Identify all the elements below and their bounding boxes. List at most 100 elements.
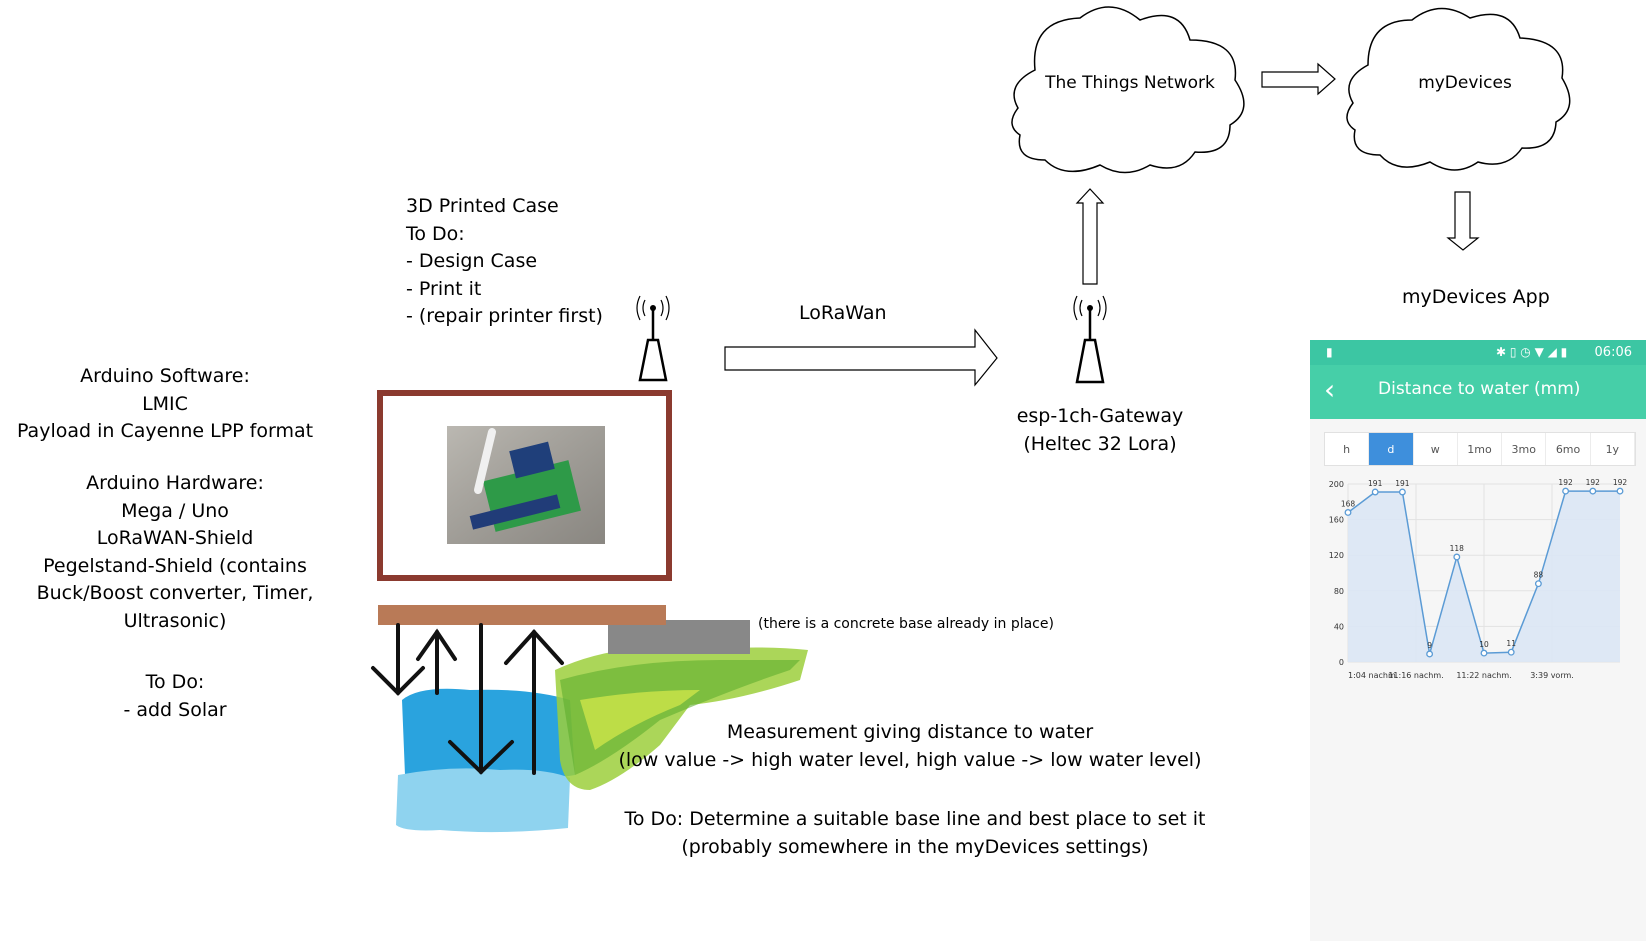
- chart-point: [1480, 649, 1488, 657]
- app-title: Distance to water (mm): [1378, 379, 1581, 399]
- measurement-line: Measurement giving distance to water: [726, 721, 1094, 743]
- baseline-todo: To Do: Determine a suitable base line an…: [615, 806, 1215, 861]
- hardware-todo: To Do: - add Solar: [0, 669, 350, 724]
- water-blue: [402, 688, 575, 782]
- baseline-line: To Do: Determine a suitable base line an…: [624, 808, 1206, 830]
- time-range-tabs: h d w 1mo 3mo 6mo 1y: [1324, 432, 1636, 466]
- todo-line: To Do:: [145, 671, 205, 693]
- mounting-plank: [378, 605, 666, 625]
- chart-point: [1507, 648, 1515, 656]
- chart-point: [1562, 487, 1570, 495]
- mydevices-cloud: [1346, 7, 1571, 171]
- chart-point: [1589, 487, 1597, 495]
- antenna-icon-gateway: [1073, 295, 1107, 384]
- mydevices-to-app-arrow: [1446, 191, 1480, 251]
- x-tick-label: 11:22 nachm.: [1456, 671, 1511, 680]
- software-line: Arduino Software:: [80, 365, 250, 387]
- chart-point: [1453, 553, 1461, 561]
- data-label: 168: [1341, 499, 1356, 508]
- app-toolbar: ‹ Distance to water (mm): [1310, 365, 1646, 419]
- tab-1mo[interactable]: 1mo: [1458, 433, 1503, 465]
- grass-illustration: [555, 647, 808, 790]
- case-notes: 3D Printed Case To Do: - Design Case - P…: [406, 193, 603, 331]
- y-tick-label: 80: [1334, 587, 1344, 596]
- lorawan-label: LoRaWan: [799, 302, 887, 324]
- battery-icon: ▮: [1326, 345, 1333, 359]
- data-label: 88: [1534, 571, 1544, 580]
- chart-point: [1534, 580, 1542, 588]
- todo-line: - add Solar: [123, 698, 227, 721]
- data-label: 192: [1586, 478, 1601, 487]
- y-tick-label: 40: [1334, 622, 1344, 631]
- gateway-to-ttn-arrow: [1075, 188, 1105, 285]
- back-arrow-icon[interactable]: ‹: [1324, 373, 1336, 406]
- baseline-line: (probably somewhere in the myDevices set…: [681, 835, 1149, 858]
- data-label: 192: [1613, 478, 1628, 487]
- tab-h[interactable]: h: [1325, 433, 1370, 465]
- chart-area: [1348, 491, 1620, 662]
- software-line: LMIC: [142, 392, 188, 415]
- chart-point: [1371, 488, 1379, 496]
- y-tick-label: 0: [1339, 658, 1344, 667]
- tab-6mo[interactable]: 6mo: [1546, 433, 1591, 465]
- measurement-line: (low value -> high water level, high val…: [618, 748, 1202, 771]
- status-bar: ▮ ✱ ▯ ◷ ▼ ◢ ▮ 06:06: [1310, 340, 1646, 365]
- water-light: [396, 768, 570, 833]
- y-tick-label: 200: [1329, 480, 1344, 489]
- data-label: 9: [1427, 641, 1432, 650]
- chart-point: [1398, 488, 1406, 496]
- hardware-line: Ultrasonic): [123, 609, 227, 632]
- data-label: 10: [1479, 640, 1489, 649]
- data-label: 192: [1558, 478, 1573, 487]
- x-tick-label: 1:04 nachm.: [1348, 671, 1398, 680]
- tab-w[interactable]: w: [1414, 433, 1458, 465]
- ttn-cloud: [1011, 6, 1245, 174]
- hardware-line: Buck/Boost converter, Timer,: [36, 582, 314, 604]
- case-line: - Design Case: [406, 250, 538, 272]
- ultrasonic-arrows: [371, 623, 564, 775]
- ttn-label: The Things Network: [1045, 73, 1215, 93]
- case-line: To Do:: [406, 222, 465, 245]
- lorawan-arrow: [724, 328, 998, 387]
- water-illustration: [396, 688, 575, 833]
- mydevices-label: myDevices: [1418, 73, 1512, 93]
- y-tick-label: 160: [1329, 516, 1344, 525]
- tab-d[interactable]: d: [1369, 433, 1414, 465]
- hardware-line: Mega / Uno: [121, 499, 229, 522]
- chart-point: [1616, 487, 1624, 495]
- data-label: 118: [1450, 544, 1465, 553]
- case-line: - Print it: [406, 277, 482, 300]
- software-notes: Arduino Software: LMIC Payload in Cayenn…: [0, 363, 330, 446]
- hardware-line: LoRaWAN-Shield: [96, 527, 254, 549]
- data-label: 11: [1506, 639, 1516, 648]
- arduino-photo: [447, 426, 605, 544]
- data-label: 191: [1395, 479, 1410, 488]
- chart-point: [1344, 509, 1352, 516]
- gateway-line: esp-1ch-Gateway: [1016, 405, 1184, 427]
- case-line: 3D Printed Case: [406, 195, 559, 217]
- tab-3mo[interactable]: 3mo: [1502, 433, 1547, 465]
- app-label: myDevices App: [1402, 286, 1550, 308]
- case-line: - (repair printer first): [406, 305, 603, 327]
- gateway-label: esp-1ch-Gateway (Heltec 32 Lora): [980, 403, 1220, 458]
- measurement-note: Measurement giving distance to water (lo…: [615, 719, 1205, 774]
- tab-1y[interactable]: 1y: [1591, 433, 1635, 465]
- status-time: 06:06: [1594, 345, 1632, 360]
- hardware-line: Arduino Hardware:: [86, 472, 264, 494]
- status-icons: ✱ ▯ ◷ ▼ ◢ ▮: [1496, 345, 1568, 359]
- phone-screenshot: ▮ ✱ ▯ ◷ ▼ ◢ ▮ 06:06 ‹ Distance to water …: [1310, 340, 1646, 941]
- x-tick-label: 11:16 nachm.: [1388, 671, 1443, 680]
- antenna-icon-case: [636, 295, 670, 382]
- chart-point: [1426, 650, 1434, 658]
- software-line: Payload in Cayenne LPP format: [16, 420, 314, 442]
- concrete-base: [608, 620, 750, 654]
- x-tick-label: 3:39 vorm.: [1530, 671, 1574, 680]
- data-label: 191: [1368, 479, 1383, 488]
- gateway-line: (Heltec 32 Lora): [1023, 432, 1177, 455]
- hardware-line: Pegelstand-Shield (contains: [43, 554, 307, 577]
- concrete-note: (there is a concrete base already in pla…: [758, 616, 1054, 632]
- hardware-notes: Arduino Hardware: Mega / Uno LoRaWAN-Shi…: [0, 470, 350, 635]
